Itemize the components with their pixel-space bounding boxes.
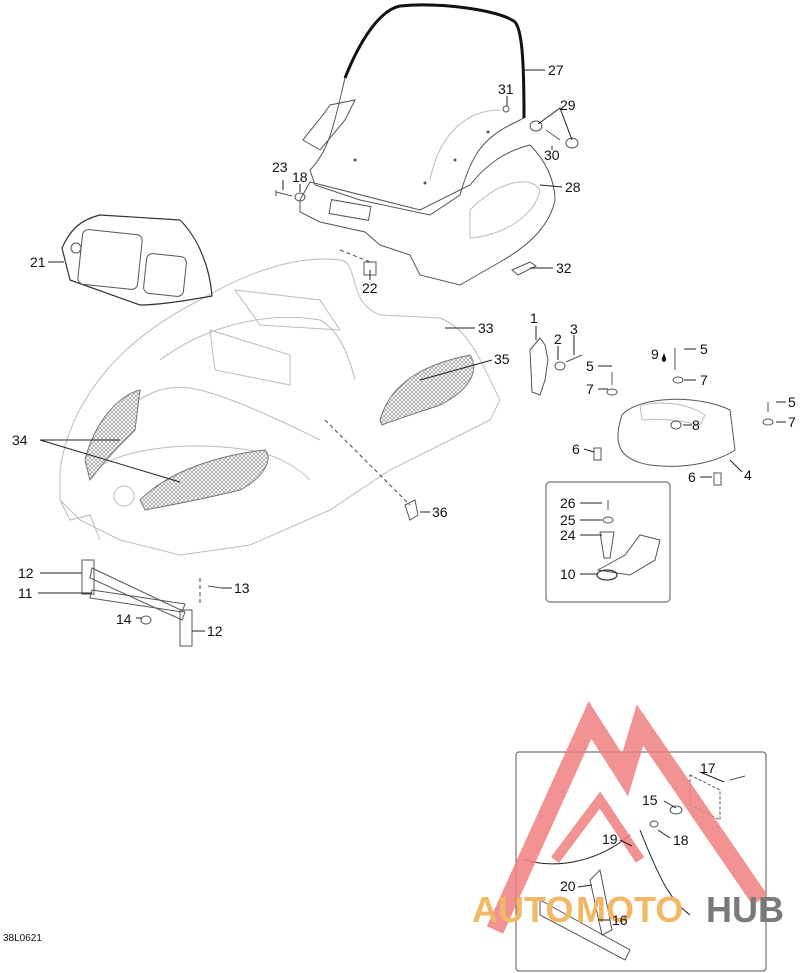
windshield-deflector (299, 144, 556, 286)
callout-7b: 7 (700, 372, 708, 388)
callout-5c: 5 (788, 394, 796, 410)
callout-30: 30 (544, 147, 560, 163)
callout-28: 28 (565, 179, 581, 195)
callout-5b: 5 (700, 341, 708, 357)
gauge-panel (61, 214, 213, 306)
callout-36: 36 (432, 504, 448, 520)
callout-7a: 7 (586, 381, 594, 397)
callout-25: 25 (560, 512, 576, 528)
callout-4: 4 (744, 467, 752, 483)
screw-30 (545, 129, 561, 141)
callout-15: 15 (642, 792, 658, 808)
callout-7c: 7 (788, 414, 796, 430)
callout-29: 29 (560, 97, 576, 113)
figure-code: 38L0621 (3, 933, 42, 944)
clip-36 (404, 499, 419, 521)
callout-21: 21 (30, 254, 46, 270)
mirror-bracket-1 (529, 337, 549, 396)
callout-8: 8 (692, 417, 700, 433)
callout-23: 23 (272, 159, 288, 175)
drop-icon (661, 352, 667, 362)
callout-19: 19 (602, 831, 618, 847)
nut-29-right (565, 137, 579, 149)
callout-1: 1 (530, 310, 538, 326)
callout-14: 14 (116, 611, 132, 627)
callout-20: 20 (560, 878, 576, 894)
callout-6b: 6 (688, 469, 696, 485)
callout-24: 24 (560, 527, 576, 543)
watermark-auto: AUTO (472, 889, 573, 930)
callout-12-left: 12 (18, 565, 34, 581)
callout-35: 35 (494, 351, 510, 367)
callout-16: 16 (612, 912, 628, 928)
spacer-6a (593, 447, 602, 461)
callout-18-bottom: 18 (673, 832, 689, 848)
washer-31 (502, 105, 510, 113)
callout-12-right: 12 (207, 623, 223, 639)
callout-13: 13 (234, 580, 250, 596)
washer-2 (554, 361, 566, 371)
leader-lines (38, 69, 786, 921)
hood-support-bracket (81, 559, 223, 647)
fastener-22 (363, 261, 377, 276)
mirror-housing-4 (617, 398, 736, 467)
latch-32 (511, 261, 537, 276)
callout-2: 2 (554, 331, 562, 347)
mount-base-10 (596, 569, 618, 581)
spacer-6b (713, 472, 722, 486)
callout-31: 31 (498, 81, 514, 97)
callout-10: 10 (560, 566, 576, 582)
callout-17: 17 (700, 760, 716, 776)
callout-34: 34 (12, 432, 28, 448)
watermark-logo (486, 701, 768, 934)
front-grille (139, 449, 269, 511)
side-grille-left (84, 389, 141, 482)
callout-22: 22 (362, 280, 378, 296)
callout-5a: 5 (586, 358, 594, 374)
callout-18-top: 18 (292, 169, 308, 185)
callout-33: 33 (478, 320, 494, 336)
callout-9: 9 (651, 346, 659, 362)
screw-3 (565, 354, 583, 363)
callout-11: 11 (18, 585, 33, 601)
washer-18-top (294, 192, 306, 202)
screw-23 (275, 190, 293, 197)
callout-27: 27 (548, 62, 564, 78)
callout-3: 3 (570, 321, 578, 337)
windshield (302, 3, 526, 216)
nut-29-left (529, 120, 543, 132)
watermark-moto: MOTO (576, 889, 683, 930)
watermark-hub: HUB (706, 889, 784, 930)
callout-32: 32 (556, 260, 572, 276)
side-grille-right (379, 354, 475, 426)
callout-26: 26 (560, 495, 576, 511)
grommet-8 (670, 420, 682, 430)
callout-6a: 6 (572, 441, 580, 457)
inset-box-mount (545, 481, 671, 603)
